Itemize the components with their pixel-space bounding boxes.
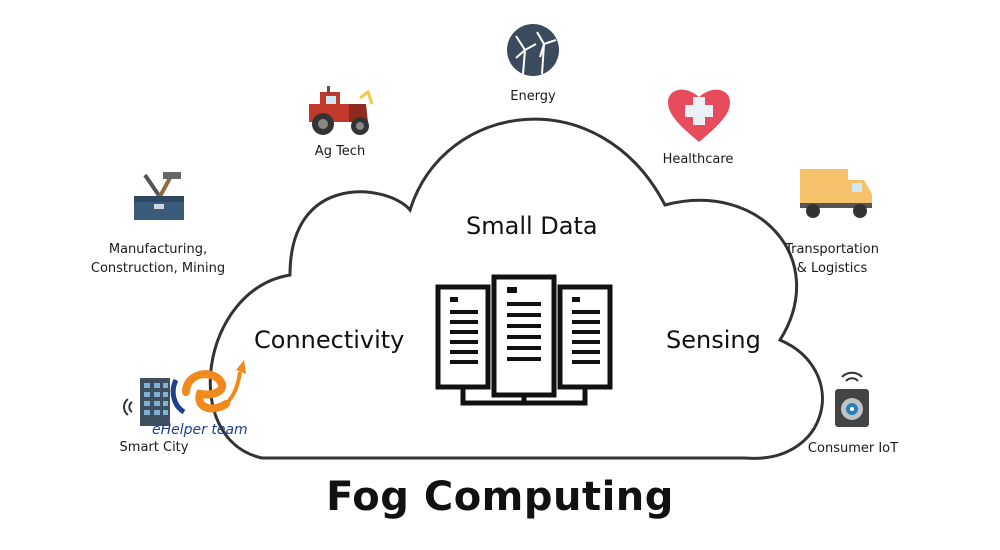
label-consumer-iot: Consumer IoT [807,441,899,456]
cloud-label-sensing: Sensing [666,326,761,354]
label-energy: Energy [510,89,556,104]
label-transportation-line-1: Transportation [785,242,879,257]
page-title: Fog Computing [326,474,674,520]
cloud-label-small-data: Small Data [466,212,598,240]
cloud-label-connectivity: Connectivity [254,326,405,354]
wind-turbine-icon [507,24,559,76]
heart-cross-icon [668,89,730,142]
server-right [557,284,613,390]
label-smart-city: Smart City [119,440,189,455]
label-ag-tech: Ag Tech [314,144,366,159]
label-healthcare: Healthcare [662,152,734,167]
label-transportation: Transportation & Logistics [772,240,892,278]
label-manufacturing-line-2: Construction, Mining [90,261,226,276]
svg-text:eHelper team: eHelper team [152,422,248,438]
delivery-truck-icon [800,169,872,218]
tractor-icon [309,86,374,135]
smart-building-icon [123,378,170,426]
server-left [435,284,491,390]
label-manufacturing: Manufacturing, Construction, Mining [83,240,233,278]
label-transportation-line-2: & Logistics [796,261,868,276]
ehelper-watermark-logo: eHelper team [152,360,248,438]
toolbox-icon [134,172,184,220]
server-center [491,274,557,398]
server-rack-icon [435,274,613,406]
label-manufacturing-line-1: Manufacturing, [108,242,208,257]
smart-camera-icon [835,371,869,427]
